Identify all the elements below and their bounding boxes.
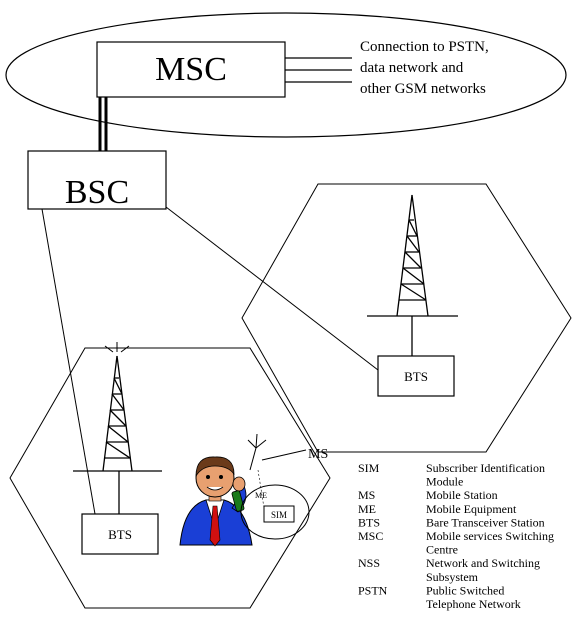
tower-icon — [367, 194, 458, 356]
glossary-definition: Subscriber Identification — [426, 461, 545, 475]
ms-antenna-icon — [247, 433, 307, 471]
connection-line-1: Connection to PSTN, — [360, 39, 489, 55]
bts-right-label: BTS — [404, 369, 428, 384]
glossary-abbr: MSC — [358, 529, 383, 543]
glossary-abbr: MS — [358, 488, 375, 502]
cell-hexagon-right — [241, 183, 572, 453]
glossary-abbr: PSTN — [358, 583, 388, 597]
bsc-bts-left-link — [41, 208, 96, 515]
glossary-definition: Bare Transceiver Station — [426, 515, 545, 529]
glossary-definition: Mobile services Switching — [426, 529, 554, 543]
connection-line-3: other GSM networks — [360, 81, 486, 97]
ms-label: MS — [308, 447, 328, 462]
person-icon — [179, 456, 253, 547]
bts-box-left — [81, 513, 159, 555]
glossary-definition: Mobile Equipment — [426, 502, 517, 516]
glossary-definition: Subsystem — [426, 570, 479, 584]
glossary-definition: Module — [426, 475, 463, 489]
sim-box — [263, 505, 295, 523]
glossary-abbr: BTS — [358, 515, 380, 529]
bsc-label: BSC — [65, 174, 129, 211]
glossary-definition: Telephone Network — [426, 597, 521, 611]
bts-box-right — [377, 355, 455, 397]
nss-ellipse — [5, 12, 567, 138]
msc-label: MSC — [155, 51, 227, 88]
tower-icon — [73, 355, 162, 514]
glossary-abbr: NSS — [358, 556, 380, 570]
glossary-definition: Centre — [426, 543, 458, 557]
sim-label: SIM — [271, 510, 287, 520]
glossary-abbr: ME — [358, 502, 376, 516]
glossary-definition: Network and Switching — [426, 556, 540, 570]
me-ellipse — [240, 484, 310, 540]
glossary-definition: Public Switched — [426, 583, 504, 597]
bts-left-label: BTS — [108, 527, 132, 542]
cell-hexagon-left — [9, 347, 331, 609]
msc-box — [96, 41, 286, 98]
connection-text: Connection to PSTN, data network and oth… — [360, 39, 489, 97]
ms-pointer-dotted — [257, 469, 265, 509]
glossary-definition: Mobile Station — [426, 488, 498, 502]
connection-line-2: data network and — [360, 60, 464, 76]
glossary-abbr: SIM — [358, 461, 380, 475]
antenna-signal-icon — [104, 342, 130, 353]
me-label: ME — [255, 491, 267, 500]
bsc-bts-right-link — [165, 206, 379, 371]
bsc-box — [27, 150, 167, 210]
